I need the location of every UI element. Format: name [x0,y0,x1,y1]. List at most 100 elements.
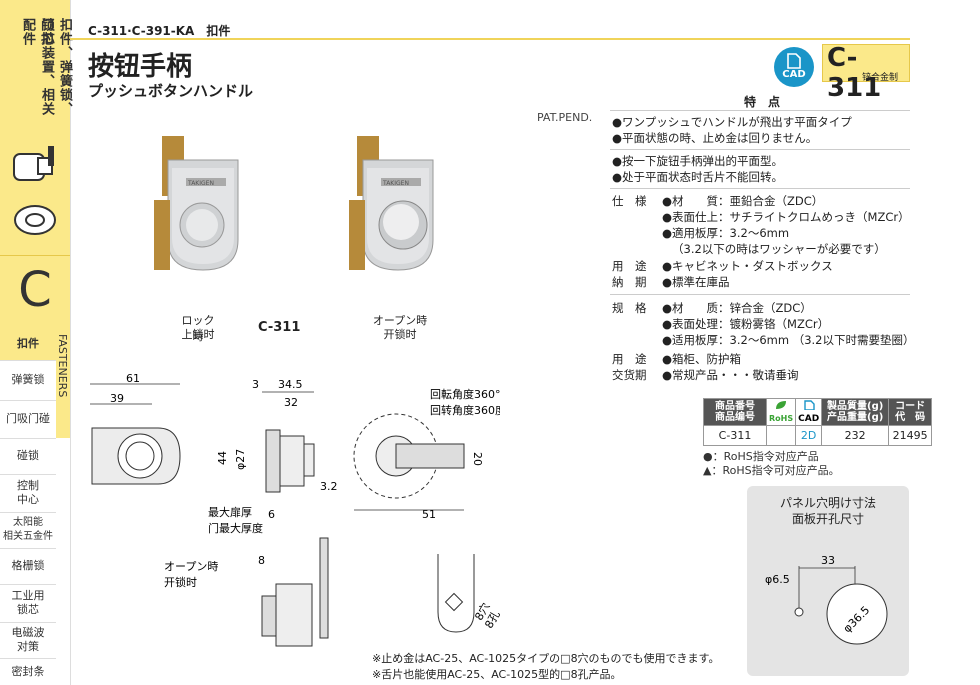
stock-jp-label: 納 期 [612,275,647,289]
feature-text: ワンプッシュでハンドルが飛出す平面タイプ [622,115,852,129]
dim-51: 51 [422,508,436,521]
photo-caption-locked-cn: 上锁时 [181,328,215,341]
panel-title-cn: 面板开孔尺寸 [791,512,864,526]
nav-item-gasket[interactable]: 密封条 [0,658,56,685]
spec-jp-line-1: ●材 質：亜鉛合金（ZDC） [662,194,824,208]
cell-rohs [765,425,797,446]
use-cn: ●箱柜、防护箱 [662,352,742,366]
spec-jp-line-2: ●表面仕上：サチライトクロムめっき（MZCr） [662,210,910,224]
use-jp-label: 用 途 [612,259,647,273]
header-rule [70,38,910,40]
fasteners-tab: FASTENERS [56,328,70,438]
nav-item-grille-lock[interactable]: 格栅锁 [0,548,56,585]
th-product-no: 商品番号 商品编号 [703,398,767,426]
max-plate-cn: 门最大厚度 [208,521,263,535]
nav-item-spring-lock[interactable]: 弹簧锁 [0,360,56,401]
product-code: C-311 [827,43,882,103]
code-material: 锌合金制 [862,73,899,83]
feature-cn-2: ●处于平面状态时舌片不能回转。 [612,170,784,184]
nav-label: 控制 中心 [17,479,39,506]
note-cn: ※舌片也能使用AC-25、AC-1025型的□8孔产品。 [372,668,622,681]
use-cn-label: 用 途 [612,352,647,366]
nav-item-emc[interactable]: 电磁波 对策 [0,622,56,659]
spec-cn-line-3: ●适用板厚：3.2〜6mm （3.2以下时需要垫圈） [662,333,915,347]
nav-label: 太阳能 相关五金件 [3,517,53,542]
dim-33: 33 [821,554,835,567]
divider [610,188,910,189]
rotation-cn: 回转角度360度 [430,403,500,417]
dim-6: 6 [268,508,275,521]
open-jp: オープン時 [164,560,218,573]
feature-jp-2: ●平面状態の時、止め金は回りません。 [612,131,818,145]
dim-27: φ27 [234,449,247,470]
category-line-1: 扣件、弹簧锁、门扣 [38,18,72,116]
dim-61: 61 [126,372,140,385]
spec-jp-line-3: ●適用板厚：3.2〜6mm [662,226,790,240]
spec-cn-label: 规 格 [612,301,647,315]
nav-item-solar[interactable]: 太阳能 相关五金件 [0,512,56,549]
category-line-2: 锁芯装置、相关配件 [20,18,54,116]
feature-cn-1: ●按一下旋钮手柄弹出的平面型。 [612,154,784,168]
dim-39: 39 [110,392,124,405]
photo-caption-locked-jp: ロック時 [181,314,215,343]
nav-label: 电磁波 对策 [11,626,45,653]
patent-pending: PAT.PEND. [537,111,593,124]
nav-label: 弹簧锁 [11,373,45,386]
nav-item-fastener[interactable]: 扣件 [0,328,56,361]
nav-label: 门吸门碰 [6,412,50,425]
th-rohs: RoHS [765,398,797,426]
dim-3: 3 [252,378,259,391]
cell-cad: 2D [795,425,823,446]
stock-jp: ●標準在庫品 [662,275,730,289]
spec-cn-line-2: ●表面处理：镀粉雾铬（MZCr） [662,317,830,331]
nav-item-control-center[interactable]: 控制 中心 [0,474,56,513]
leaf-icon [776,401,787,409]
nav-label: 扣件 [17,337,39,350]
nav-item-latch[interactable]: 碰锁 [0,438,56,475]
nav-label: 碰锁 [17,449,39,462]
panel-cutout-drawing: 33 φ6.5 φ36.5 [765,554,888,645]
photo-center-label: C-311 [258,320,301,335]
divider [610,110,910,111]
photo-caption-open-cn: 开锁时 [383,328,417,341]
cad-doc-icon [803,399,815,411]
delivery-cn: ●常规产品・・・敬请垂询 [662,368,799,382]
cell-code: 21495 [888,425,933,446]
dim-6-5: φ6.5 [765,573,790,586]
divider [610,294,910,295]
nav-item-industrial-cylinder[interactable]: 工业用 锁芯 [0,584,56,623]
lock-icon [13,146,56,235]
feature-text: 平面状態の時、止め金は回りません。 [622,131,818,145]
rotation-jp: 回転角度360° [430,387,500,401]
cad-label: CAD [782,69,806,80]
th-cad: CAD [795,398,823,426]
nav-item-door-stop[interactable]: 门吸门碰 [0,400,56,439]
spec-jp-line-4: （3.2以下の時はワッシャーが必要です） [672,242,886,256]
fasteners-label: FASTENERS [56,334,69,398]
sidebar-letter: C [18,262,52,318]
features-heading: 特 点 [744,95,781,109]
product-photo-open: TAKIGEN [349,136,434,271]
nav-label: 密封条 [11,664,45,678]
nav-label: 格栅锁 [11,559,45,572]
technical-drawing: 61 39 3 34.5 32 44 φ27 3.2 6 最大扉厚 门最大厚度 … [90,372,500,647]
sidebar-category-block: 扣件、弹簧锁、门扣 锁芯装置、相关配件 [0,0,72,255]
panel-title-jp: パネル穴明け寸法 [779,496,876,510]
panel-cutout-box: パネル穴明け寸法 面板开孔尺寸 33 φ6.5 φ36.5 [747,486,909,676]
brand-label: TAKIGEN [382,180,409,187]
max-plate-jp: 最大扉厚 [208,505,252,519]
cad-badge[interactable]: CAD [774,47,814,87]
brand-label: TAKIGEN [187,180,214,187]
feature-text: 处于平面状态时舌片不能回转。 [622,170,784,184]
delivery-cn-label: 交货期 [612,368,647,382]
spec-jp-label: 仕 様 [612,194,647,208]
cell-weight: 232 [821,425,890,446]
document-icon [787,53,801,69]
rohs-label: RoHS [769,414,794,423]
dim-3-2: 3.2 [320,480,338,493]
dim-34-5: 34.5 [278,378,303,391]
page-title: 按钮手柄 [88,52,193,82]
dim-8: 8 [258,554,265,567]
dim-44: 44 [216,451,229,465]
th-code: コード 代 码 [888,398,933,426]
